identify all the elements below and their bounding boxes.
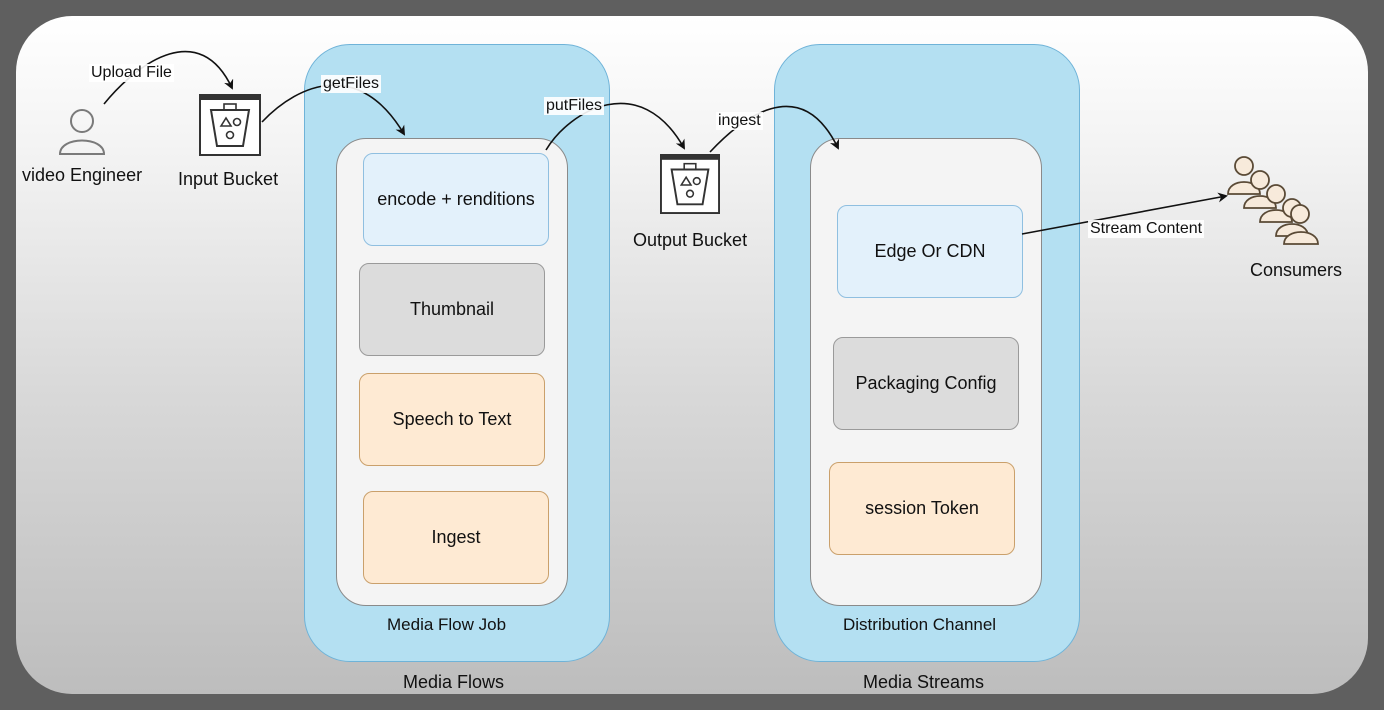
distribution-channel-label: Distribution Channel xyxy=(843,615,997,634)
speech-to-text-step: Speech to Text xyxy=(359,373,545,466)
output-bucket-label: Output Bucket xyxy=(633,230,748,250)
edge-cdn-step: Edge Or CDN xyxy=(837,205,1023,298)
input-bucket-label: Input Bucket xyxy=(178,169,279,189)
put-files-label: putFiles xyxy=(544,97,605,115)
ingest-label: ingest xyxy=(716,112,763,130)
stream-content-label: Stream Content xyxy=(1088,220,1205,238)
ingest-step: Ingest xyxy=(363,491,549,584)
user-icon xyxy=(58,109,106,155)
consumers-label: Consumers xyxy=(1250,260,1343,280)
engineer-label: video Engineer xyxy=(22,165,143,185)
session-token-step: session Token xyxy=(829,462,1015,555)
encode-renditions-step: encode + renditions xyxy=(363,153,549,246)
bucket-icon xyxy=(199,94,261,156)
media-flow-job-label: Media Flow Job xyxy=(387,615,507,634)
thumbnail-step: Thumbnail xyxy=(359,263,545,356)
media-streams-label: Media Streams xyxy=(863,672,985,692)
packaging-config-step: Packaging Config xyxy=(833,337,1019,430)
media-flows-label: Media Flows xyxy=(403,672,505,692)
get-files-label: getFiles xyxy=(321,75,382,93)
upload-file-label: Upload File xyxy=(89,64,174,82)
bucket-icon xyxy=(660,154,720,214)
users-group-icon xyxy=(1227,156,1319,245)
